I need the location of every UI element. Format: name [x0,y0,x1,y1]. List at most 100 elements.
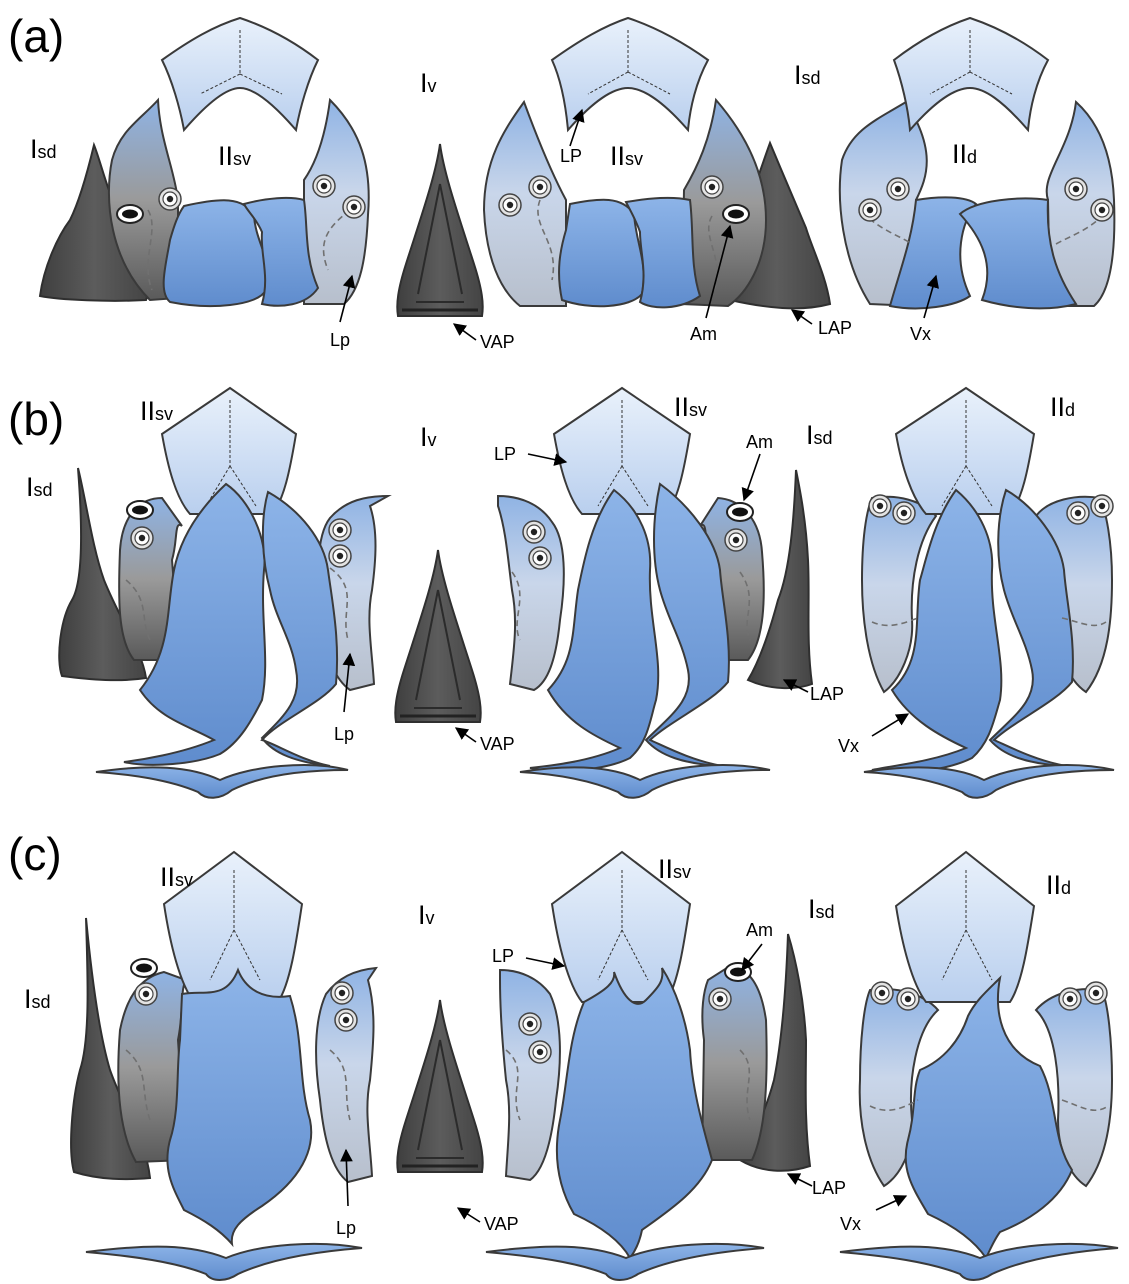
lateral-plate-left [499,968,561,1182]
callout-lp: Lp [334,724,354,744]
ventral-plate-right [624,196,702,309]
plate-label: Iv [420,68,437,98]
pore [528,1040,552,1064]
lateral-plate-right [315,966,378,1184]
specimen-left [70,850,378,1281]
pore [328,544,352,568]
lateral-plate-right [303,97,370,305]
pore [130,526,154,550]
am-pore [724,962,752,982]
ventral-plate-left [888,196,978,310]
lateral-plate-left [482,99,567,307]
panel-label: (c) [8,828,62,880]
antapical-spine [485,1242,765,1281]
vap-cone [393,548,483,724]
pore [708,987,732,1011]
pore [134,982,158,1006]
ventral-plate-right [958,197,1078,310]
callout-am: Am [746,432,773,452]
specimen-middle [482,16,832,310]
apical-plate [550,16,710,133]
lateral-plate-right [1045,99,1116,307]
pore [498,193,522,217]
callout-lap: LAP [812,1178,846,1198]
antapical-spine [839,1242,1119,1281]
plate-label: Isd [806,420,833,450]
pore [330,981,354,1005]
pore [158,187,182,211]
plate-label: IIsv [218,141,251,171]
panel-a: (a) [8,10,1116,352]
ventral-plate-left [166,967,313,1248]
lap-plate [70,917,152,1181]
ventral-plate-left [123,482,267,766]
callout-vx: Vx [910,324,931,344]
antapical-spine [85,1242,363,1281]
ventral-plate-right [242,196,320,307]
plate-label: Isd [30,134,57,164]
callout-lap: LAP [810,684,844,704]
panel-c: (c) [8,828,1119,1281]
pore [528,175,552,199]
callout-lap: LAP [818,318,852,338]
pore [1064,177,1088,201]
pore [700,175,724,199]
am-pore [130,958,158,978]
specimen-right [860,386,1115,799]
apical-plate [894,850,1036,1003]
lateral-plate-left [497,494,565,692]
pore [342,195,366,219]
specimen-right [838,16,1116,310]
plate-label: Isd [794,60,821,90]
specimen-middle [485,850,812,1281]
pore [528,546,552,570]
vap-cone [395,998,485,1174]
pore [312,174,336,198]
pore [870,981,894,1005]
am-pore [116,204,144,224]
plate-label: IId [1046,870,1071,900]
plate-label: IIsv [160,862,193,892]
plate-label: Iv [420,422,437,452]
antapical-spine [95,764,349,799]
lap-plate [738,933,812,1172]
pore [1066,501,1090,525]
ventral-plate-left [555,967,714,1260]
specimen-left [58,386,392,799]
panel-b: (b) [8,386,1115,799]
pore [328,518,352,542]
callout-lp: Lp [336,1218,356,1238]
callout-am: Am [690,324,717,344]
callout-vap: VAP [480,734,515,754]
antapical-spine [519,764,771,799]
pore [896,987,920,1011]
lap-plate [746,469,814,690]
lateral-plate-right [700,964,768,1161]
am-pore [726,502,754,522]
plate-label: IIsv [140,396,173,426]
specimen-left [38,16,370,307]
am-pore [126,500,154,520]
plate-label: IId [1050,392,1075,422]
pore [1084,981,1108,1005]
pore [1058,987,1082,1011]
pore [868,494,892,518]
pore [886,177,910,201]
panel-label: (a) [8,10,64,62]
pore [518,1012,542,1036]
ventral-plate-left [529,488,660,772]
callout-am: Am [746,920,773,940]
antapical-spine [863,764,1115,799]
pore [858,198,882,222]
plate-label: Isd [808,894,835,924]
apical-plate [892,16,1050,133]
vap-cone [395,142,485,318]
plate-label: IId [952,139,977,169]
am-pore [722,204,750,224]
pore [724,528,748,552]
lateral-plate-left [107,97,179,302]
lateral-plate-left [860,495,938,694]
panel-label: (b) [8,393,64,445]
lateral-plate-left [858,988,940,1188]
